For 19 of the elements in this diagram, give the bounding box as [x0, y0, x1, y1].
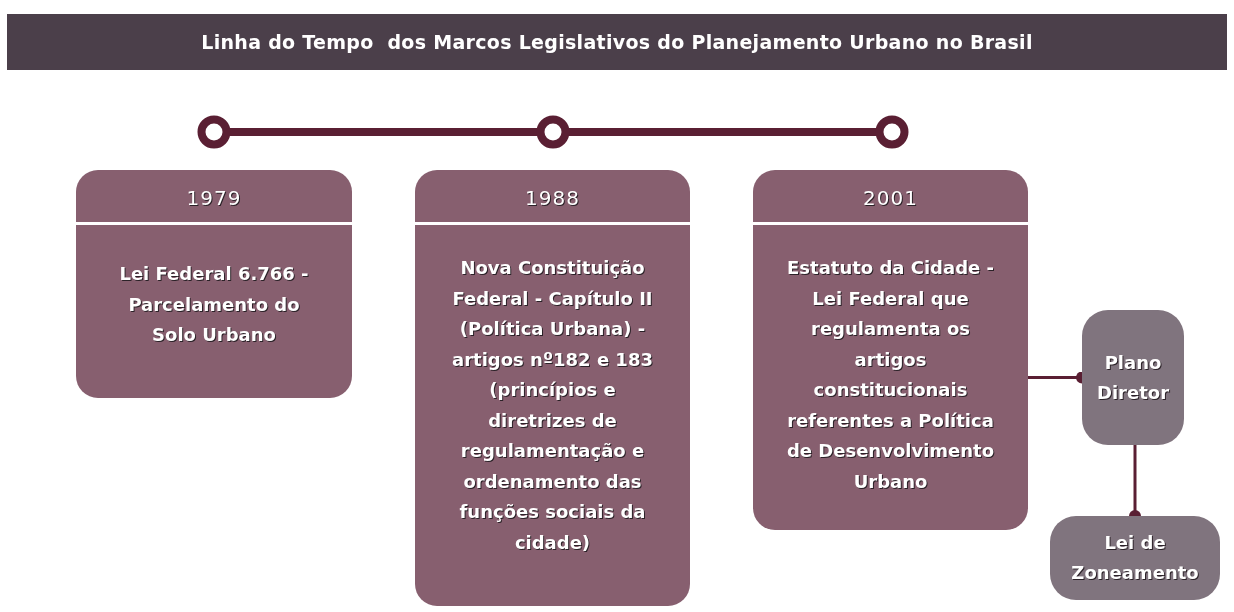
- year-heading: 1988: [415, 170, 690, 225]
- timeline-circle: [875, 115, 909, 149]
- connector-line: [227, 128, 540, 136]
- timeline-card: [415, 170, 690, 606]
- item-text: Lei de Zoneamento: [1070, 531, 1200, 585]
- title-banner: Linha do Tempo dos Marcos Legislativos do Planejamento Urbano no Brasil: [7, 14, 1227, 70]
- card-text: Estatuto da Cidade - Lei Federal que regulamenta os artigos constitucionais referentes a Política de Desenvolvimento Urbano: [785, 256, 996, 494]
- card-text: Lei Federal 6.766 - Parcelamento do Solo Urbano: [118, 262, 310, 347]
- connector-line: [566, 128, 879, 136]
- sub-item-box: [1082, 310, 1184, 445]
- timeline-circle: [197, 115, 231, 149]
- year-heading: 2001: [753, 170, 1028, 225]
- timeline-circle: [536, 115, 570, 149]
- item-text: Plano Diretor: [1095, 350, 1170, 405]
- timeline-card: [753, 170, 1028, 530]
- sub-item-box: [1050, 516, 1220, 600]
- card-text: Nova Constituição Federal - Capítulo II (Política Urbana) - artigos nº182 e 183 (princípios e diretrizes de regulamentação e ordenamento das funções sociais da cidade): [451, 256, 654, 555]
- timeline-card: [76, 170, 352, 398]
- year-heading: 1979: [76, 170, 352, 225]
